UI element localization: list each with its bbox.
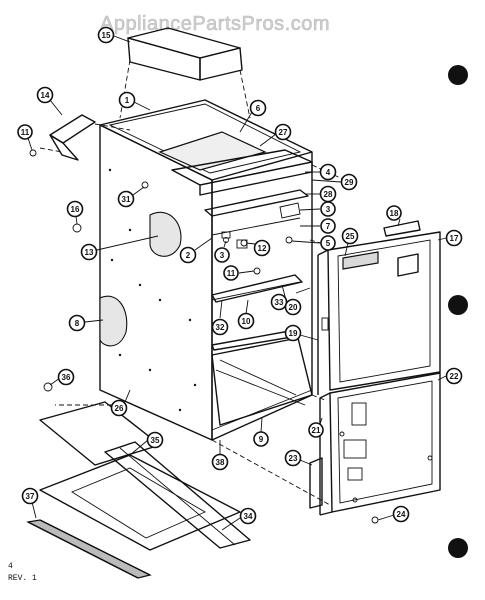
svg-text:37: 37: [26, 492, 35, 501]
callout-bubble: 23: [284, 449, 313, 467]
svg-text:22: 22: [450, 372, 459, 381]
binder-hole-middle: [448, 295, 468, 315]
cabinet-body: [99, 99, 313, 441]
svg-text:17: 17: [450, 234, 459, 243]
svg-text:14: 14: [41, 91, 50, 100]
svg-text:9: 9: [259, 435, 264, 444]
svg-text:18: 18: [390, 209, 399, 218]
callout-bubble: 3: [214, 240, 230, 263]
callout-bubble: 12: [245, 239, 271, 257]
callout-bubble: 7: [300, 218, 336, 234]
svg-text:21: 21: [312, 426, 321, 435]
callout-bubble: 11: [17, 124, 33, 151]
callout-bubble: 22: [437, 367, 463, 385]
page-number: 4: [8, 562, 13, 571]
callout-bubble: 4: [305, 163, 337, 181]
side-cutout-13: [149, 211, 182, 257]
callout-bubble: 11: [223, 265, 255, 281]
svg-text:36: 36: [62, 373, 71, 382]
svg-text:3: 3: [326, 205, 331, 214]
svg-text:16: 16: [71, 205, 80, 214]
svg-text:19: 19: [289, 329, 298, 338]
callout-bubble: 5: [291, 235, 336, 251]
callout-bubble: 37: [21, 487, 39, 519]
callout-bubble: 21: [308, 417, 324, 438]
svg-text:4: 4: [326, 168, 331, 177]
callout-bubble: 13: [80, 235, 159, 261]
callout-bubble: 2: [179, 237, 213, 264]
svg-text:13: 13: [85, 248, 94, 257]
side-cutout-8: [99, 295, 128, 347]
top-cover-part: [127, 27, 243, 81]
svg-text:5: 5: [326, 239, 331, 248]
callout-bubble: 31: [117, 186, 145, 208]
callout-bubble: 38: [211, 440, 229, 471]
svg-text:11: 11: [21, 128, 30, 137]
callout-bubble: 28: [305, 185, 337, 203]
svg-text:12: 12: [258, 244, 267, 253]
svg-text:34: 34: [244, 512, 253, 521]
callout-bubble: 10: [237, 299, 255, 330]
svg-text:6: 6: [256, 104, 261, 113]
binder-hole-bottom: [448, 538, 468, 558]
svg-text:27: 27: [279, 128, 288, 137]
watermark: AppliancePartsPros.com: [100, 13, 330, 35]
callout-bubble: 34: [221, 507, 257, 531]
revision-label: REV. 1: [8, 574, 37, 583]
binder-hole-top: [448, 65, 468, 85]
svg-text:31: 31: [122, 195, 131, 204]
callout-bubble: 33: [270, 284, 288, 311]
callout-bubble: 19: [284, 324, 319, 342]
callout-bubble: 18: [386, 205, 402, 227]
svg-text:11: 11: [227, 269, 236, 278]
svg-text:3: 3: [220, 251, 225, 260]
upper-door-panel: [317, 231, 441, 395]
callout-bubble: 25: [341, 227, 359, 257]
svg-text:29: 29: [345, 178, 354, 187]
svg-text:32: 32: [216, 323, 225, 332]
svg-text:26: 26: [115, 404, 124, 413]
callout-bubble: 36: [49, 368, 75, 386]
svg-text:33: 33: [275, 298, 284, 307]
svg-text:2: 2: [186, 251, 191, 260]
callout-bubble: 20: [284, 287, 311, 316]
svg-text:15: 15: [102, 31, 111, 40]
svg-text:8: 8: [75, 319, 80, 328]
door-strip-part: [383, 220, 421, 237]
callout-bubble: 24: [377, 505, 410, 523]
callout-bubble: 32: [211, 299, 229, 336]
svg-text:10: 10: [242, 317, 251, 326]
callout-bubble: 17: [437, 229, 463, 247]
callout-bubble: 6: [239, 99, 267, 133]
callout-bubble: 8: [68, 314, 104, 332]
callout-bubble: 35: [129, 431, 164, 456]
callout-bubble: 9: [253, 417, 269, 447]
svg-text:1: 1: [125, 96, 130, 105]
svg-text:28: 28: [324, 190, 333, 199]
callout-bubble: 15: [97, 26, 131, 44]
svg-text:20: 20: [289, 303, 298, 312]
svg-text:7: 7: [326, 222, 331, 231]
svg-text:35: 35: [151, 436, 160, 445]
callout-bubble: 3: [299, 201, 336, 217]
callout-bubble: 14: [36, 86, 63, 116]
side-bracket-part: [309, 457, 323, 509]
svg-text:24: 24: [397, 510, 406, 519]
callout-bubble: 27: [259, 123, 292, 147]
callout-bubble: 1: [118, 91, 151, 111]
svg-text:25: 25: [346, 232, 355, 241]
svg-text:38: 38: [216, 458, 225, 467]
lower-door-panel: [319, 372, 441, 516]
callout-bubble: 16: [66, 200, 84, 225]
svg-text:23: 23: [289, 454, 298, 463]
callout-bubble: 29: [311, 173, 358, 191]
callout-bubble: 26: [110, 389, 131, 417]
bracket-part: [39, 114, 131, 161]
